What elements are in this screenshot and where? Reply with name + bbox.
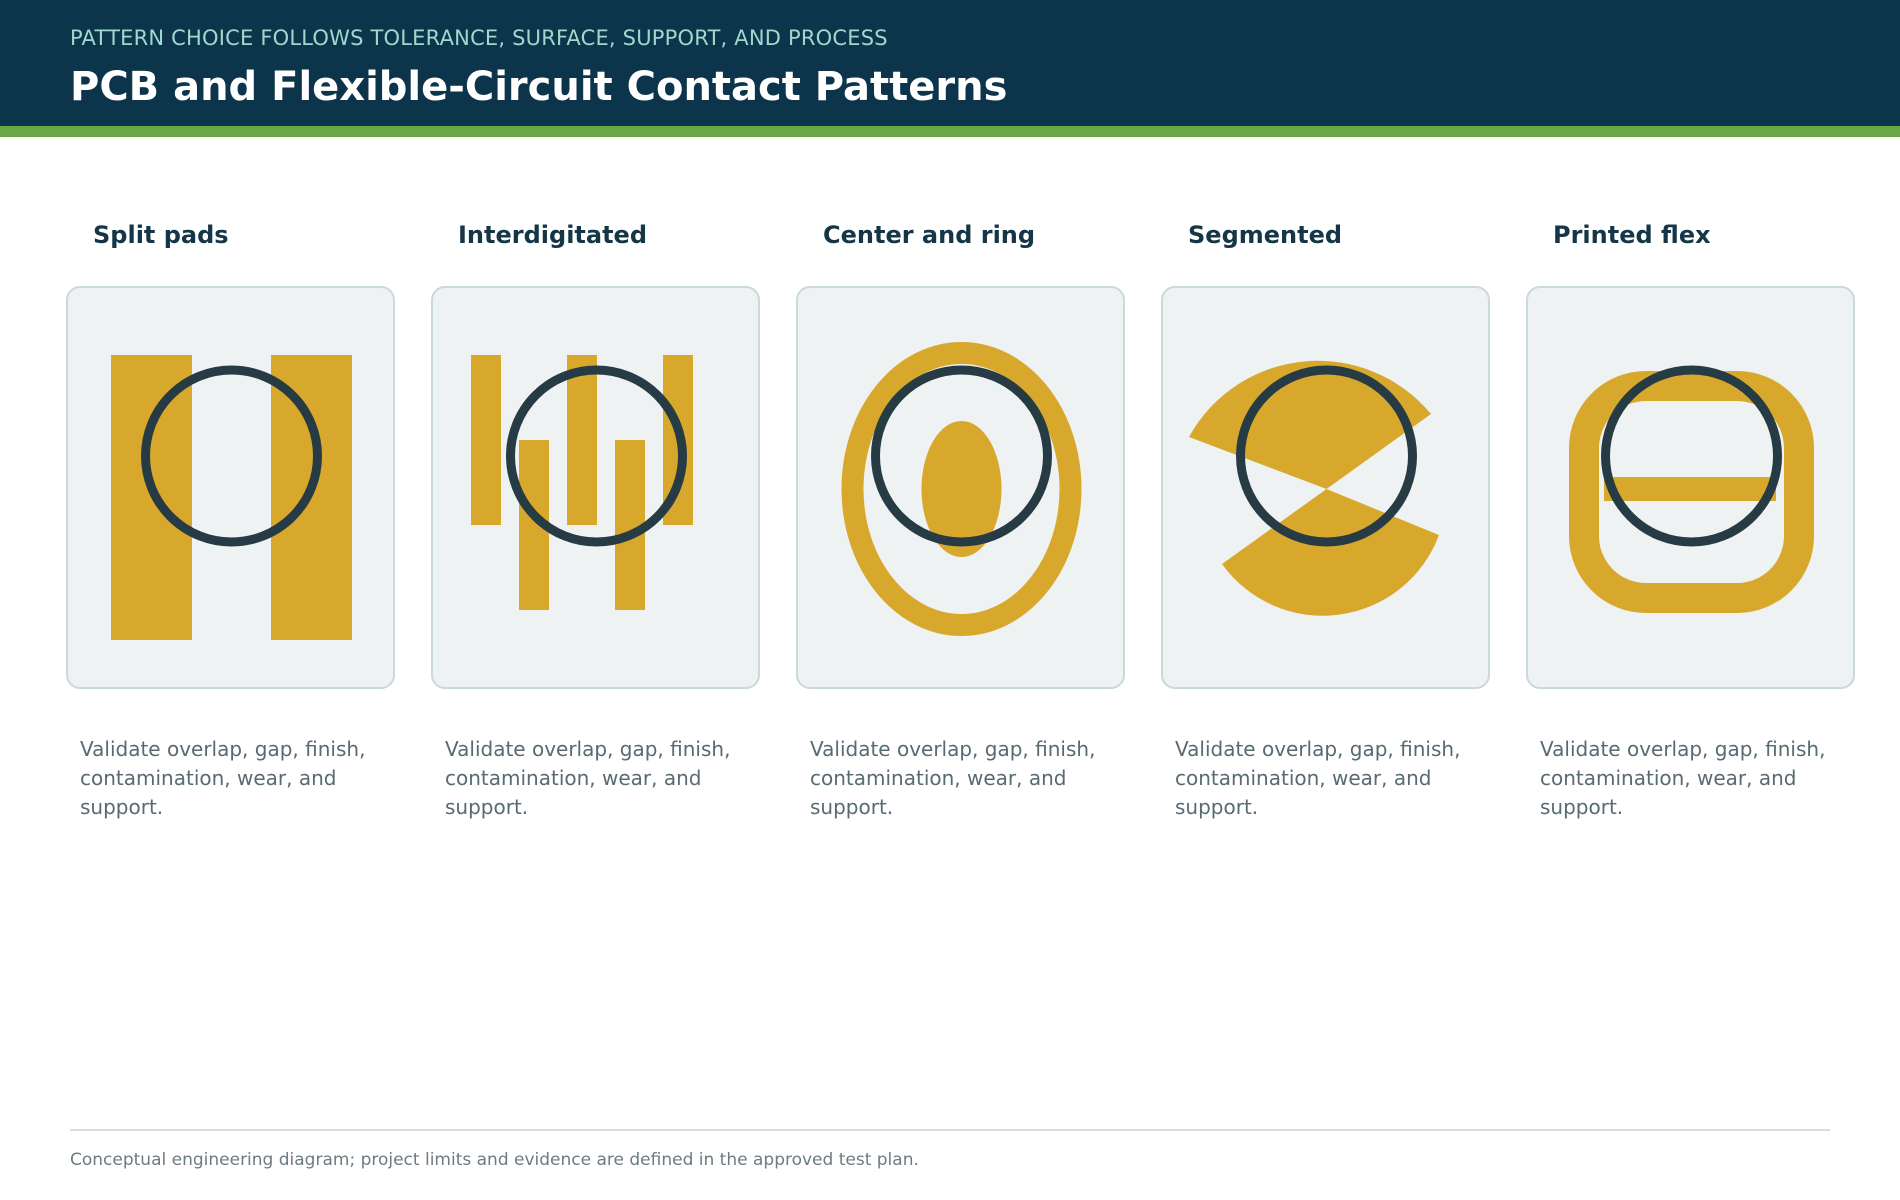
pattern-card-center-and-ring — [796, 286, 1125, 689]
center-pad — [921, 421, 1002, 557]
pattern-card-segmented — [1161, 286, 1490, 689]
page-title: PCB and Flexible-Circuit Contact Pattern… — [70, 64, 1008, 110]
footer-divider — [70, 1129, 1830, 1131]
header-banner: PATTERN CHOICE FOLLOWS TOLERANCE, SURFAC… — [0, 0, 1900, 126]
probe-ring — [1236, 365, 1417, 547]
probe-ring — [506, 365, 687, 547]
segment-upper — [1189, 360, 1431, 489]
split-pads-diagram — [111, 355, 352, 640]
printed-flex-diagram — [1569, 365, 1814, 613]
pattern-title-split-pads: Split pads — [93, 221, 229, 249]
flex-trace-loop — [1569, 371, 1814, 613]
pattern-title-interdigitated: Interdigitated — [458, 221, 648, 249]
flex-trace-bar — [1604, 477, 1776, 501]
header-kicker: PATTERN CHOICE FOLLOWS TOLERANCE, SURFAC… — [70, 26, 888, 50]
interdigitated-diagram — [471, 355, 693, 610]
pattern-card-printed-flex — [1526, 286, 1855, 689]
probe-ring — [1601, 365, 1782, 547]
finger-top-1 — [471, 355, 501, 525]
outer-ring-pad — [841, 342, 1082, 636]
pattern-card-interdigitated — [431, 286, 760, 689]
probe-ring — [141, 365, 322, 547]
pattern-title-center-and-ring: Center and ring — [823, 221, 1036, 249]
pattern-title-printed-flex: Printed flex — [1553, 221, 1711, 249]
center-and-ring-diagram — [841, 342, 1082, 636]
pattern-description-center-and-ring: Validate overlap, gap, finish, contamina… — [810, 737, 1096, 819]
pattern-card-split-pads — [66, 286, 395, 689]
header-accent-bar — [0, 126, 1900, 137]
finger-top-2 — [567, 355, 597, 525]
probe-ring — [871, 365, 1052, 547]
segmented-diagram — [1189, 360, 1439, 616]
pattern-title-segmented: Segmented — [1188, 221, 1343, 249]
footer-note: Conceptual engineering diagram; project … — [70, 1150, 919, 1170]
pattern-description-segmented: Validate overlap, gap, finish, contamina… — [1175, 737, 1461, 819]
pattern-description-printed-flex: Validate overlap, gap, finish, contamina… — [1540, 737, 1826, 819]
pattern-description-split-pads: Validate overlap, gap, finish, contamina… — [80, 737, 366, 819]
pattern-description-interdigitated: Validate overlap, gap, finish, contamina… — [445, 737, 731, 819]
